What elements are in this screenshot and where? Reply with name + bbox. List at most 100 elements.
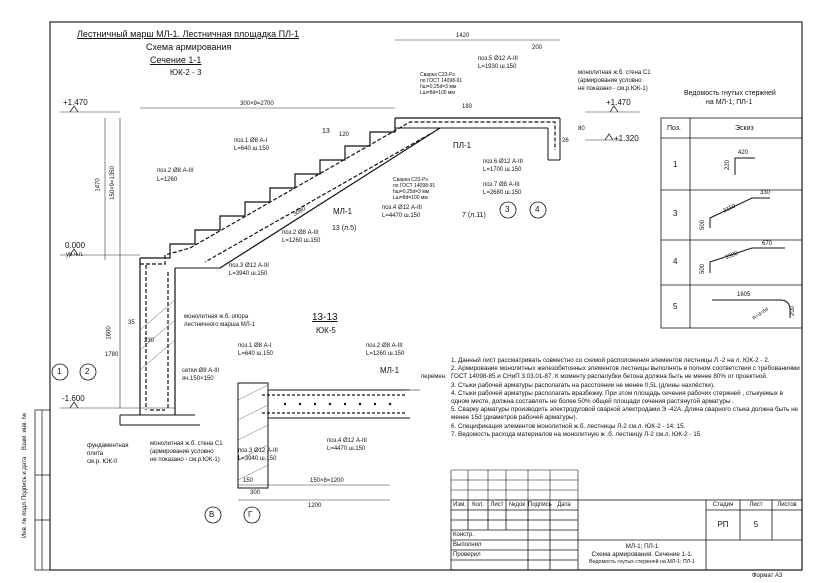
stamp-podpis-data: Подпись и дата	[22, 456, 28, 500]
note-item: 6. Спецификация элементов монолитной ж.б…	[451, 422, 686, 430]
label-peremen: перемен.	[421, 374, 447, 380]
dim-bottom-total: 1200	[308, 503, 322, 509]
tb-data: Дата	[557, 502, 571, 508]
dim-150: 150	[243, 478, 254, 484]
elevation-bottom: -1.600	[62, 394, 85, 403]
schedule-row-dim: 220	[725, 159, 732, 171]
dim-26: 26	[562, 138, 569, 144]
dim-35: 35	[128, 320, 135, 326]
tb-name3: Ведомость гнутых стержней на МЛ-1; ПЛ-1	[589, 559, 695, 565]
schedule-row-pos: 1	[673, 160, 678, 169]
dim-120: 120	[339, 132, 350, 138]
tb-list: Лист	[490, 502, 504, 508]
tb-name1: МЛ-1; ПЛ-1	[625, 543, 659, 550]
schedule-row-dim: 500	[700, 219, 707, 231]
dim-80: 80	[578, 126, 585, 132]
label-pos1-len: L=640 ш.150	[234, 146, 270, 152]
tb-sheet: 5	[753, 520, 759, 529]
section2-ref: ЮК-5	[316, 326, 336, 335]
axis-1: 1	[57, 367, 62, 376]
tb-stage: РП	[717, 520, 729, 529]
label-pos7: поз.7 Ø8 А-III	[483, 182, 520, 188]
schedule-row-dim: 420	[738, 150, 749, 156]
tb-name2: Схема армирования. Сечение 1-1.	[591, 551, 693, 558]
tb-konstr: Констр.	[453, 532, 474, 538]
label-ml1: МЛ-1	[333, 207, 353, 216]
label-pos1: поз.1 Ø8 А-I	[234, 138, 268, 144]
dim-bottom-steps: 150×8=1200	[310, 478, 344, 484]
axis-v: В	[209, 510, 215, 519]
schedule-col-pos: Поз.	[667, 125, 681, 132]
label-pos3-len: L=3940 ш.150	[229, 271, 268, 277]
dim-col-h: 1600	[106, 326, 113, 340]
section-ref: ЮК-2 - 3	[170, 68, 202, 77]
stamp-inv-podl: Инв. № подл.	[22, 500, 28, 538]
dim-180: 180	[462, 104, 473, 110]
tb-podp: Подпись	[528, 502, 552, 508]
note-item: 4. Стыки рабочей арматуры располагать вр…	[451, 389, 784, 406]
schedule-row-dim: 670	[762, 241, 773, 247]
label-pos2b: поз.2 Ø8 А-III	[282, 230, 319, 236]
general-notes: 1. Данный лист рассматривать совместно с…	[451, 357, 801, 439]
axis-g: Г	[248, 510, 253, 519]
elevation-top-right: +1.470	[606, 98, 631, 107]
section2-title: 13-13	[312, 312, 338, 323]
label-wall-c1: монолитная ж.б. стена С1(армирование усл…	[578, 70, 651, 92]
tb-izm: Изм.	[453, 502, 466, 508]
schedule-row-dim: 200	[790, 305, 797, 317]
stamp-vzam-inv: Взам. инв. №	[22, 412, 28, 450]
schedule-row-dim: 500	[700, 263, 707, 275]
drawing-subtitle: Схема армирования	[146, 42, 232, 52]
label-ref13-sheet: 13 (л.5)	[332, 225, 357, 232]
label-wall-c1-lower: монолитная ж.б. стена С1(армирование усл…	[150, 441, 223, 463]
label-pos2: поз.2 Ø8 А-III	[157, 168, 194, 174]
label-pos2-len: L=1260	[157, 177, 178, 183]
tb-kol: Кол.	[472, 502, 484, 508]
schedule-col-sketch: Эскиз	[735, 125, 754, 132]
tb-format: Формат А3	[752, 573, 783, 579]
dim-right-span: 1420	[456, 33, 470, 39]
schedule-row-pos: 3	[673, 209, 678, 218]
schedule-row-dim: 330	[760, 190, 771, 196]
note-item: 2. Армирование монолитных железобетонных…	[451, 365, 800, 381]
label-pos5-len: L=1930 ш.150	[478, 64, 517, 70]
dim-230: 230	[144, 338, 155, 344]
axis-2: 2	[85, 367, 90, 376]
elevation-right-lower: +1.320	[614, 134, 639, 143]
tb-ndok: №док	[509, 502, 525, 508]
axis-3: 3	[505, 205, 510, 214]
dim-height: 1470	[95, 178, 102, 192]
note-item: 7. Ведомость расхода материалов на монол…	[451, 430, 702, 438]
label-pl1: ПЛ-1	[453, 141, 472, 150]
schedule-title2: на МЛ-1; ПЛ-1	[706, 99, 753, 106]
label-pos3: поз.3 Ø12 А-III	[229, 263, 269, 269]
axis-4: 4	[535, 205, 540, 214]
elevation-zero-note: ур.ч.п.	[66, 252, 84, 258]
schedule-row-dim: 1605	[737, 292, 751, 298]
dim-top-span: 300×9=2700	[240, 101, 274, 107]
label-pos4: поз.4 Ø12 А-III	[382, 205, 422, 211]
label-ref13: 13	[322, 128, 330, 135]
tb-sheet-header: Лист	[749, 502, 763, 508]
dim-300: 300	[250, 490, 261, 496]
dim-height-steps: 150×9=1350	[109, 166, 116, 200]
label-pos2b-len: L=1260 ш.150	[282, 238, 321, 244]
schedule-row-pos: 4	[673, 257, 678, 266]
label-pos6: поз.6 Ø12 А-III	[483, 159, 523, 165]
label-ml1-section2: МЛ-1	[380, 366, 400, 375]
drawing-title: Лестничный марш МЛ-1. Лестничная площадк…	[77, 29, 299, 39]
tb-sheets-header: Листов	[777, 502, 797, 508]
note-item: 3. Стыки рабочей арматуры располагать на…	[451, 381, 715, 389]
tb-vypolnil: Выполнил	[453, 542, 482, 548]
dim-col-width: 1780	[105, 352, 119, 358]
note-item: 5. Сварку арматуры производить электроду…	[451, 406, 799, 422]
